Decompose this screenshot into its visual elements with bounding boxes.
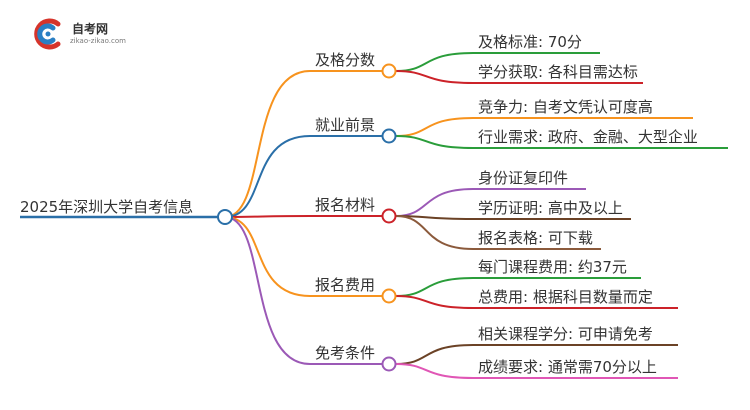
leaf-label: 总费用: 根据科目数量而定 (478, 288, 653, 306)
leaf-connector (395, 215, 474, 250)
leaf-connector (395, 135, 474, 149)
leaf-label: 成绩要求: 通常需70分以上 (478, 358, 657, 376)
branch-node-circle[interactable] (381, 208, 397, 224)
leaf-label: 竞争力: 自考文凭认可度高 (478, 98, 653, 116)
leaf-connector (395, 363, 474, 379)
branch-connector (224, 216, 311, 297)
branch-node-circle[interactable] (381, 288, 397, 304)
leaf-connector (395, 295, 474, 309)
leaf-connector (395, 277, 474, 297)
branch-connector (224, 135, 311, 218)
branch-connector (224, 215, 311, 218)
branch-label: 报名材料 (315, 196, 375, 214)
leaf-label: 行业需求: 政府、金融、大型企业 (478, 128, 698, 146)
logo-icon (34, 18, 61, 50)
branch-label: 报名费用 (315, 276, 375, 294)
leaf-connector (395, 188, 474, 217)
branch-node-circle[interactable] (381, 63, 397, 79)
leaf-label: 报名表格: 可下载 (478, 229, 593, 247)
root-label: 2025年深圳大学自考信息 (20, 198, 193, 216)
leaf-label: 学历证明: 高中及以上 (478, 199, 623, 217)
leaf-connector (395, 52, 474, 72)
branch-label: 就业前景 (315, 116, 375, 134)
leaf-label: 身份证复印件 (478, 169, 568, 187)
site-logo[interactable]: 自考网 zikao-zikao.com (28, 14, 138, 54)
leaf-label: 学分获取: 各科目需达标 (478, 63, 638, 81)
logo-title: 自考网 (72, 22, 109, 36)
branch-label: 及格分数 (315, 51, 375, 69)
leaf-label: 相关课程学分: 可申请免考 (478, 325, 653, 343)
leaf-connector (395, 70, 474, 84)
branch-node-circle[interactable] (381, 356, 397, 372)
branch-connector (224, 70, 311, 218)
leaf-connector (395, 117, 474, 137)
leaf-label: 每门课程费用: 约37元 (478, 258, 627, 276)
branch-label: 免考条件 (315, 344, 375, 362)
leaf-connector (395, 344, 474, 365)
branch-node-circle[interactable] (381, 128, 397, 144)
connector-layer (20, 52, 728, 379)
leaf-label: 及格标准: 70分 (478, 33, 582, 51)
root-node-circle[interactable] (217, 209, 233, 225)
logo-subtitle: zikao-zikao.com (70, 37, 126, 45)
branch-connector (224, 216, 311, 365)
